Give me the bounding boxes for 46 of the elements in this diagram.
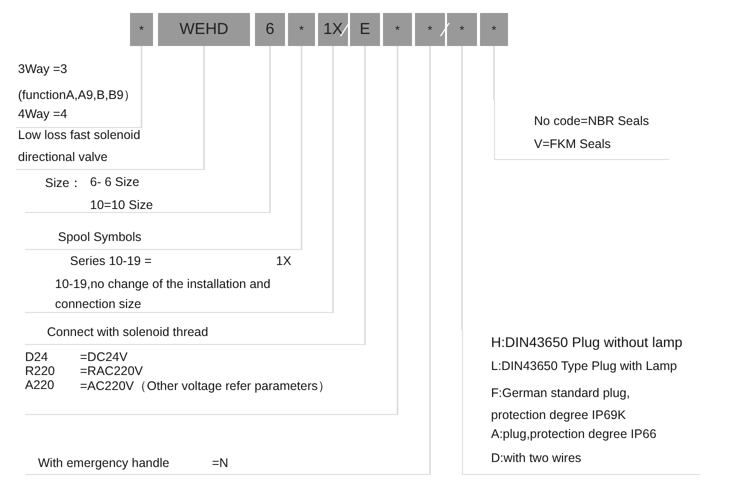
description-text: =RAC220V bbox=[80, 364, 143, 378]
description-text: R220 bbox=[25, 364, 55, 378]
leader-line bbox=[300, 46, 302, 250]
leader-line bbox=[364, 46, 366, 345]
description-text: =N bbox=[212, 456, 228, 470]
code-box: * bbox=[480, 13, 508, 46]
description-text: Size： bbox=[45, 175, 82, 192]
code-box: 6 bbox=[255, 13, 285, 46]
leader-line bbox=[140, 46, 142, 128]
description-text: V=FKM Seals bbox=[534, 137, 611, 151]
description-text: Spool Symbols bbox=[58, 230, 142, 244]
leader-line bbox=[493, 46, 495, 100]
code-box: WEHD bbox=[158, 13, 250, 46]
description-text: With emergency handle bbox=[38, 456, 170, 470]
description-text: =AC220V（Other voltage refer parameters） bbox=[80, 378, 331, 395]
description-text: 3Way =3 bbox=[18, 62, 68, 76]
description-text: 6- 6 Size bbox=[90, 175, 140, 189]
code-box: * bbox=[288, 13, 315, 46]
description-block bbox=[462, 330, 700, 475]
leader-line bbox=[396, 46, 398, 415]
description-text: 10-19,no change of the installation and connection size bbox=[55, 276, 272, 313]
code-box: E bbox=[350, 13, 380, 46]
description-text: (functionA,A9,B,B9） bbox=[18, 87, 137, 104]
code-box: * bbox=[130, 13, 153, 46]
description-text: No code=NBR Seals bbox=[534, 114, 649, 128]
description-text: Connect with solenoid thread bbox=[47, 325, 208, 339]
leader-line bbox=[332, 46, 334, 313]
description-text: Series 10-19 = bbox=[70, 254, 152, 268]
description-text: 4Way =4 bbox=[18, 107, 68, 121]
code-box: * bbox=[383, 13, 412, 46]
leader-line bbox=[269, 46, 271, 213]
description-text: A:plug,protection degree IP66 bbox=[491, 427, 656, 441]
description-text: =DC24V bbox=[80, 350, 128, 364]
description-text: D:with two wires bbox=[491, 451, 582, 465]
description-text: L:DIN43650 Type Plug with Lamp bbox=[491, 359, 677, 373]
description-text: A220 bbox=[25, 378, 54, 392]
description-text: F:German standard plug, protection degree IP69K bbox=[491, 385, 631, 424]
leader-line bbox=[429, 46, 431, 475]
leader-line bbox=[461, 46, 463, 330]
description-text: H:DIN43650 Plug without lamp bbox=[491, 334, 682, 350]
description-text: D24 bbox=[25, 350, 48, 364]
leader-line bbox=[203, 46, 205, 170]
description-block bbox=[494, 100, 669, 160]
description-text: Low loss fast solenoid directional valve bbox=[18, 127, 142, 166]
description-text: 10=10 Size bbox=[90, 198, 153, 212]
description-text: 1X bbox=[276, 254, 292, 268]
